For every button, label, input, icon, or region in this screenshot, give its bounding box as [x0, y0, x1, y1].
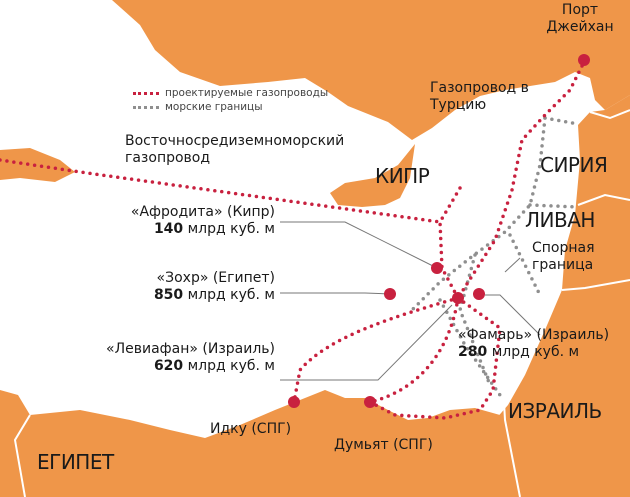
country-lebanon: ЛИВАН: [525, 208, 595, 232]
field-volume: 850: [153, 287, 184, 303]
field-name: «Зохр» (Египет): [156, 270, 275, 286]
field-unit: млрд куб. м: [187, 221, 275, 237]
field-name: «Фамарь» (Израиль): [458, 327, 610, 343]
tamar-point: [473, 288, 485, 300]
field-aphrodite: «Афродита» (Кипр) 140 млрд куб. м: [60, 204, 275, 238]
label-eastmed: Восточносредиземноморский газопровод: [125, 133, 345, 166]
zohr-point: [384, 288, 396, 300]
legend-pipelines: проектируемые газопроводы: [165, 87, 329, 99]
planned-pipelines: [0, 64, 584, 420]
label-damietta: Думьят (СПГ): [334, 437, 433, 453]
field-unit: млрд куб. м: [187, 287, 275, 303]
land-turkey: [112, 0, 630, 140]
country-cyprus: КИПР: [375, 164, 430, 188]
label-disputed: Спорная граница: [532, 240, 595, 273]
land-egypt: [0, 390, 500, 497]
country-israel: ИЗРАИЛЬ: [508, 399, 602, 423]
field-volume: 620: [153, 358, 184, 374]
field-tamar: «Фамарь» (Израиль) 280 млрд куб. м: [458, 327, 609, 361]
maritime-borders: [408, 116, 580, 397]
legend-borders: морские границы: [165, 101, 263, 113]
idku-point: [288, 396, 300, 408]
damietta-point: [364, 396, 376, 408]
pipeline-swatch-icon: [133, 91, 159, 95]
label-turkey-pipeline: Газопровод в Турцию: [430, 80, 529, 113]
label-ceyhan: Порт Джейхан: [546, 2, 614, 35]
leviathan-point: [452, 292, 464, 304]
aphrodite-point: [431, 262, 443, 274]
land-levant: [495, 95, 630, 497]
land-cyprus: [330, 144, 415, 207]
field-unit: млрд куб. м: [187, 358, 275, 374]
label-idku: Идку (СПГ): [210, 421, 292, 437]
field-unit: млрд куб. м: [491, 344, 580, 360]
field-name: «Левиафан» (Израиль): [106, 341, 275, 357]
legend: проектируемые газопроводы морские границ…: [133, 86, 328, 114]
field-zohr: «Зохр» (Египет) 850 млрд куб. м: [60, 270, 275, 304]
field-volume: 280: [458, 344, 488, 360]
country-syria: СИРИЯ: [540, 153, 608, 177]
country-egypt: ЕГИПЕТ: [37, 450, 114, 474]
field-volume: 140: [153, 221, 184, 237]
border-swatch-icon: [133, 105, 159, 109]
field-name: «Афродита» (Кипр): [130, 204, 275, 220]
ceyhan-point: [578, 54, 590, 66]
field-leviathan: «Левиафан» (Израиль) 620 млрд куб. м: [60, 341, 275, 375]
land-crete: [0, 148, 75, 182]
